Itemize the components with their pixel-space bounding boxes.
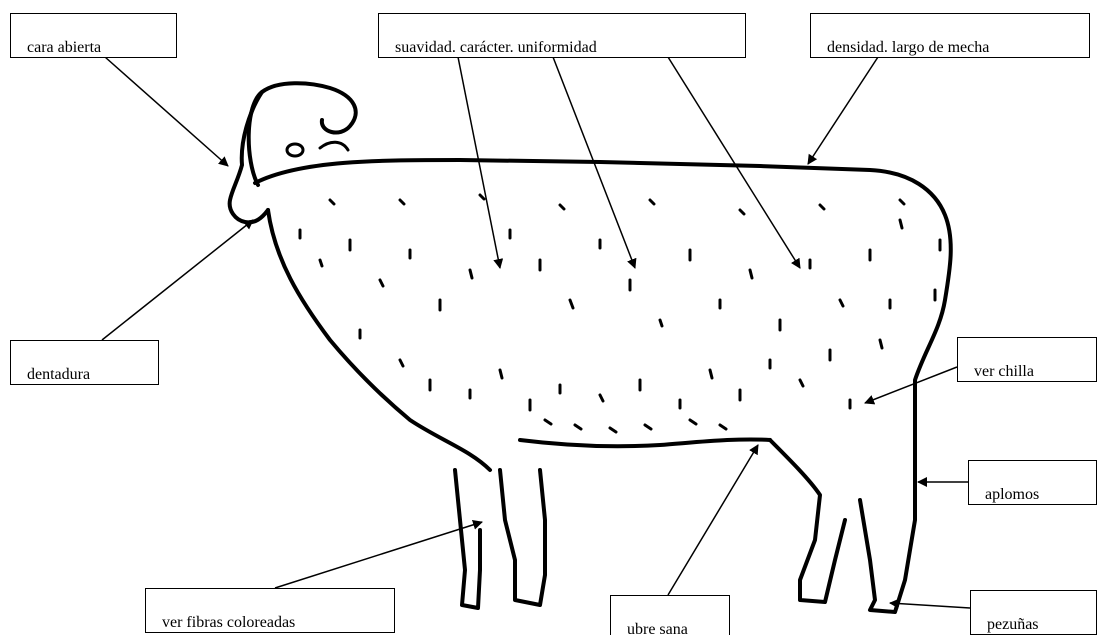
- label-densidad: densidad. largo de mecha: [827, 39, 989, 57]
- label-box-densidad: densidad. largo de mecha: [810, 13, 1090, 58]
- sheep-illustration-icon: [230, 83, 951, 612]
- label-box-pezunas: pezuñas: [970, 590, 1097, 635]
- label-box-aplomos: aplomos: [968, 460, 1097, 505]
- label-pezunas: pezuñas: [987, 616, 1039, 634]
- label-ver-chilla: ver chilla: [974, 363, 1034, 381]
- label-box-suavidad: suavidad. carácter. uniformidad: [378, 13, 746, 58]
- label-box-ubre-sana: ubre sana: [610, 595, 730, 635]
- label-suavidad: suavidad. carácter. uniformidad: [395, 39, 597, 57]
- label-dentadura: dentadura: [27, 366, 90, 384]
- label-ver-fibras: ver fibras coloreadas: [162, 614, 295, 632]
- label-aplomos: aplomos: [985, 486, 1039, 504]
- arrow-pointer-icon: [102, 57, 970, 608]
- label-cara-abierta: cara abierta: [27, 39, 101, 57]
- label-box-ver-chilla: ver chilla: [957, 337, 1097, 382]
- label-box-dentadura: dentadura: [10, 340, 159, 385]
- label-ubre-sana: ubre sana: [627, 621, 688, 635]
- label-box-cara-abierta: cara abierta: [10, 13, 177, 58]
- label-box-ver-fibras: ver fibras coloreadas: [145, 588, 395, 633]
